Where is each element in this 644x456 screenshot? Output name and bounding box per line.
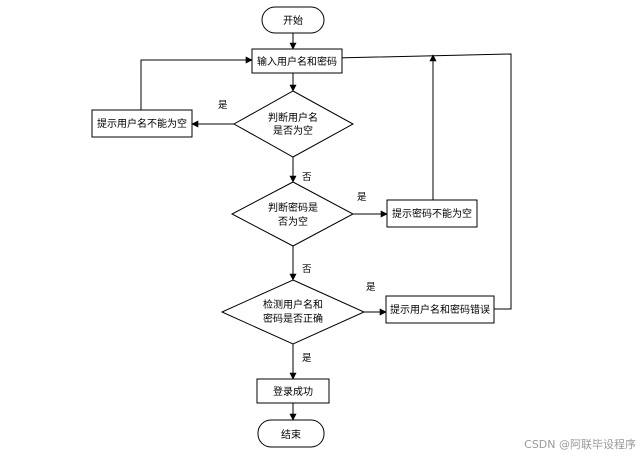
user-empty-node: 提示用户名不能为空: [91, 109, 193, 138]
verify-decision: 检测用户名和 密码是否正确: [220, 279, 366, 345]
watermark: CSDN @阿联毕设程序: [524, 437, 636, 451]
edge-label-pwd-no: 否: [302, 264, 312, 275]
wrong-label: 提示用户名和密码错误: [390, 303, 490, 316]
input-node: 输入用户名和密码: [251, 48, 343, 74]
edge-label-correct: 是: [302, 353, 312, 364]
check-pwd-label-2: 否为空: [278, 215, 308, 228]
user-empty-label: 提示用户名不能为空: [97, 117, 187, 130]
pwd-empty-label: 提示密码不能为空: [392, 207, 472, 220]
check-pwd-decision: 判断密码是 否为空: [230, 181, 355, 247]
login-ok-node: 登录成功: [256, 378, 330, 404]
edge-wrong-back: [333, 53, 512, 310]
start-label: 开始: [283, 14, 303, 27]
check-pwd-label-1: 判断密码是: [268, 201, 318, 214]
pwd-empty-node: 提示密码不能为空: [386, 199, 478, 228]
check-user-decision: 判断用户名 是否为空: [232, 90, 355, 158]
edge-label-wrong: 是: [366, 282, 376, 293]
end-label: 结束: [281, 428, 301, 441]
check-user-label-1: 判断用户名: [268, 111, 318, 124]
edge-label-pwd-yes: 是: [357, 192, 367, 203]
end-node: 结束: [257, 419, 325, 448]
verify-label-2: 密码是否正确: [263, 312, 323, 325]
edge-user-empty-back: [140, 56, 253, 110]
start-node: 开始: [261, 6, 325, 34]
login-ok-label: 登录成功: [273, 385, 313, 398]
wrong-node: 提示用户名和密码错误: [385, 295, 495, 324]
verify-label-1: 检测用户名和: [263, 298, 323, 311]
edge-label-user-no: 否: [302, 172, 312, 183]
check-user-label-2: 是否为空: [273, 124, 313, 137]
input-label: 输入用户名和密码: [257, 55, 337, 68]
edge-label-user-yes: 是: [218, 100, 228, 111]
